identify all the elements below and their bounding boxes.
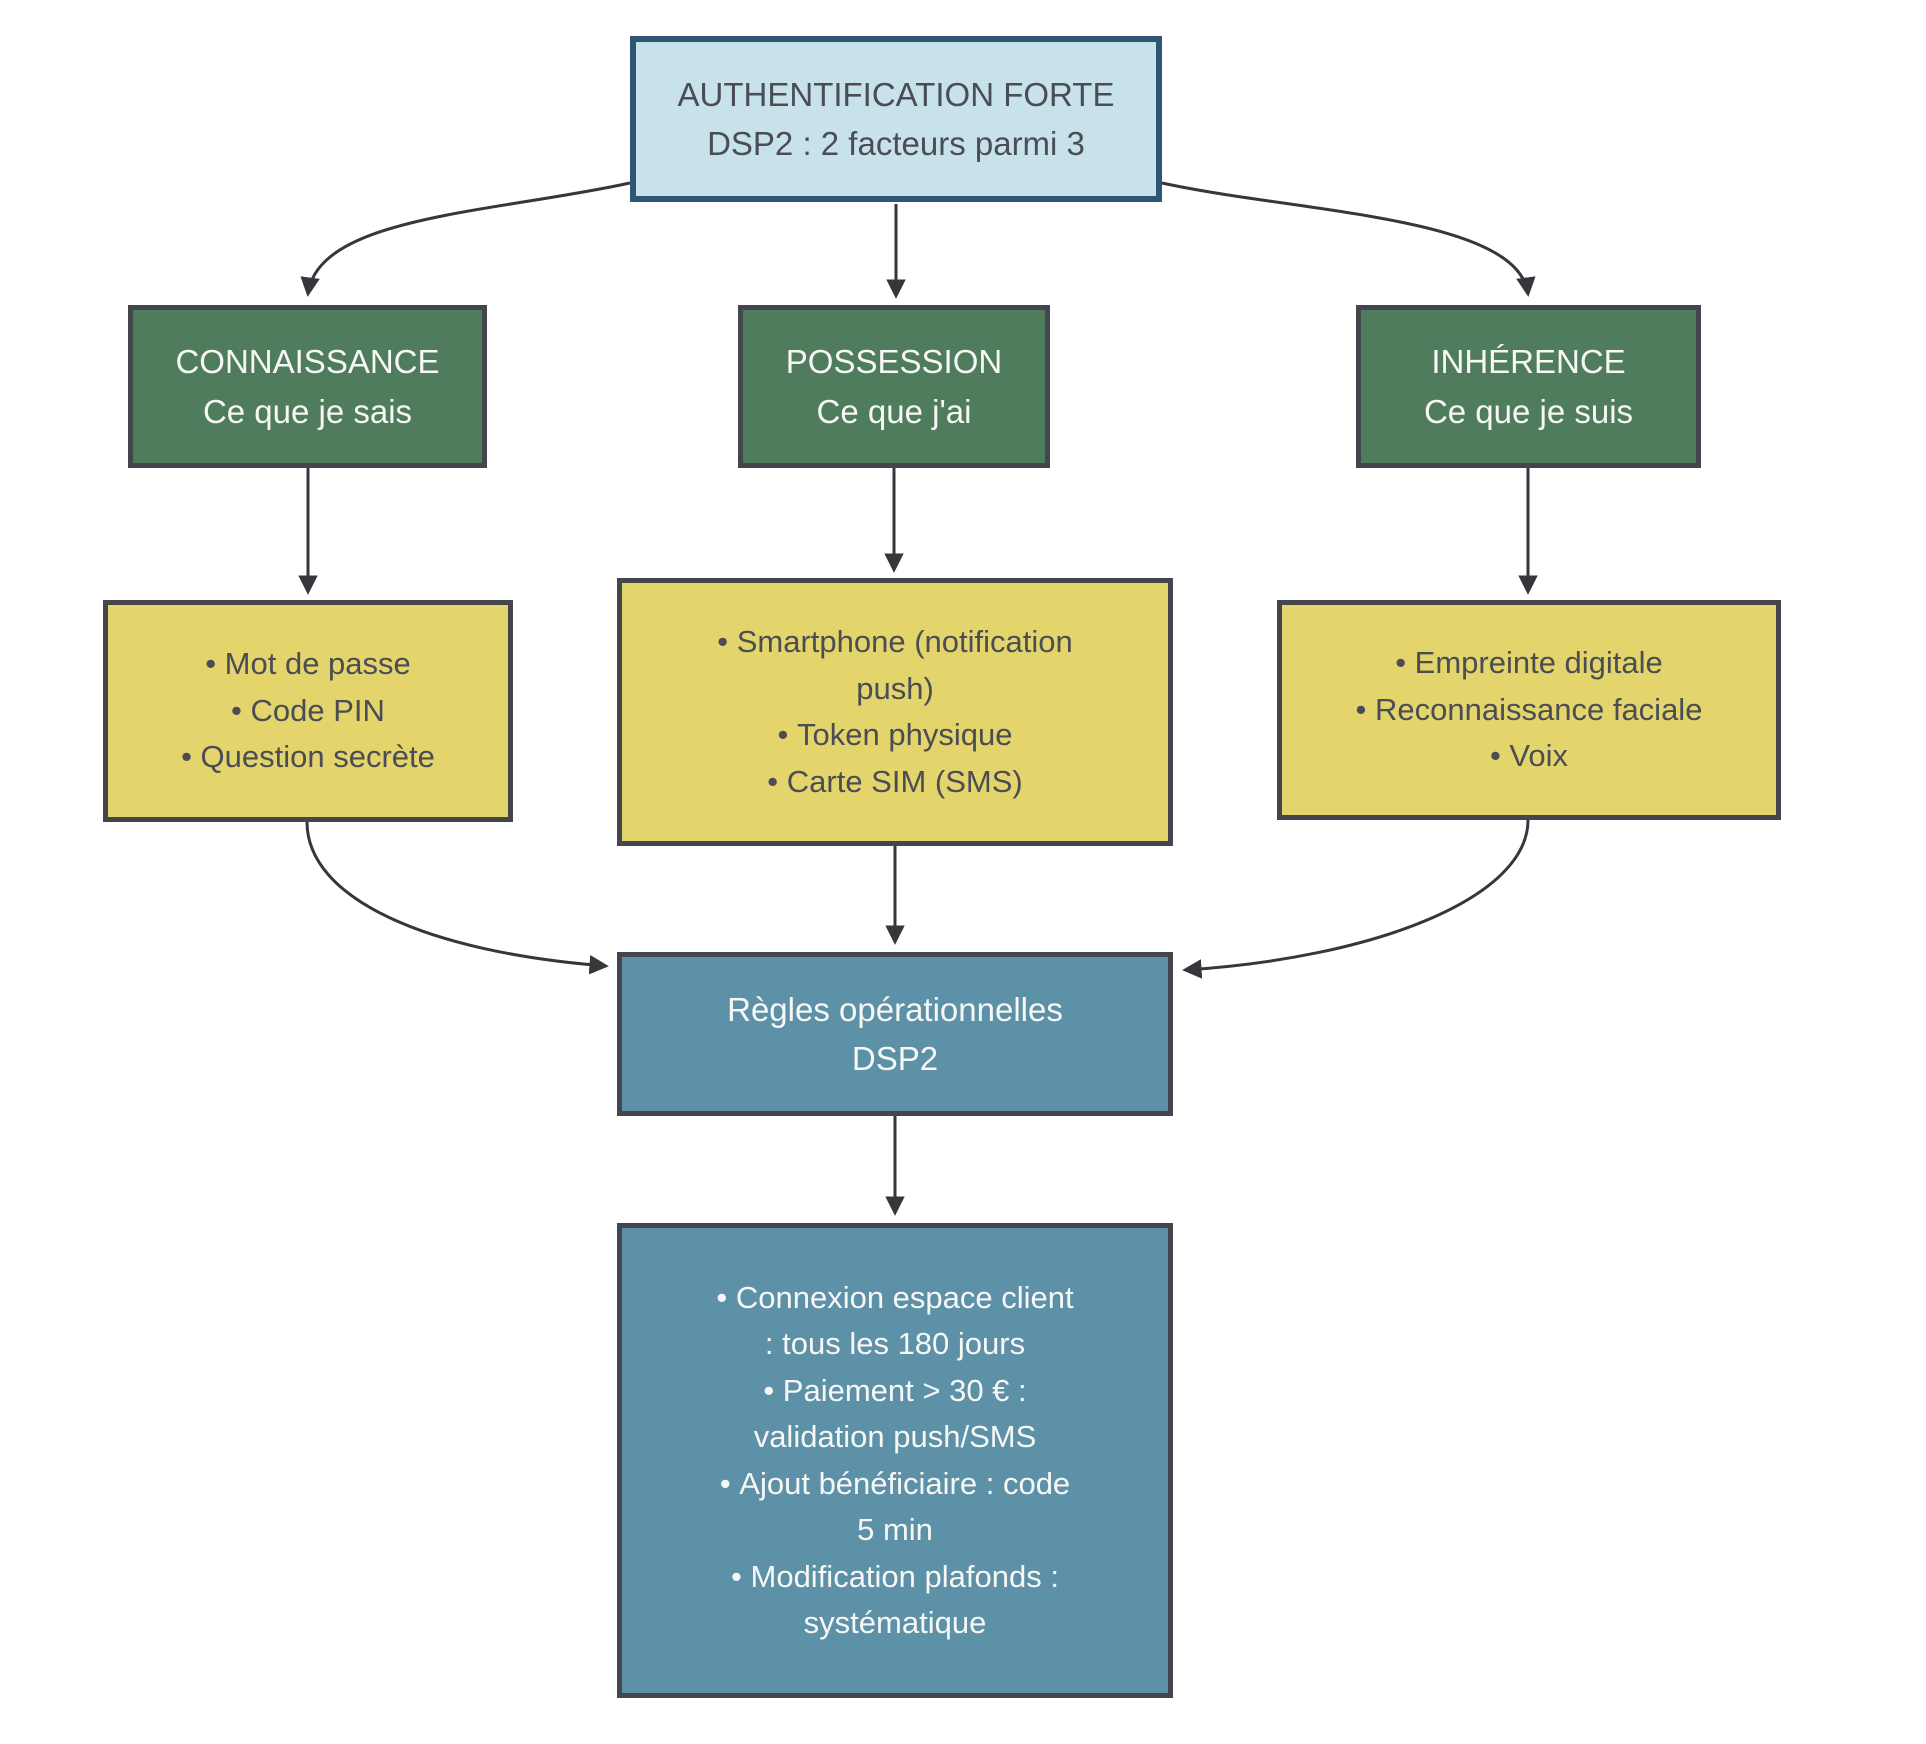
list-item: Empreinte digitale xyxy=(1356,640,1703,687)
list-item: Smartphone (notification push) xyxy=(685,619,1105,712)
node-subtitle: Ce que je sais xyxy=(202,392,413,430)
node-regles-details: Connexion espace client : tous les 180 j… xyxy=(617,1223,1173,1698)
node-title: AUTHENTIFICATION FORTE xyxy=(677,75,1115,113)
node-authentification-forte: AUTHENTIFICATION FORTE DSP2 : 2 facteurs… xyxy=(630,36,1162,202)
node-title: Règles opérationnelles xyxy=(727,990,1063,1028)
node-inherence: INHÉRENCE Ce que je suis xyxy=(1356,305,1701,468)
node-subtitle: Ce que j'ai xyxy=(816,392,972,430)
node-connaissance-items: Mot de passe Code PIN Question secrète xyxy=(103,600,513,822)
list-item: Question secrète xyxy=(181,734,435,781)
arrow-root-to-connaissance xyxy=(300,181,631,297)
node-title: INHÉRENCE xyxy=(1431,343,1626,380)
node-possession-items: Smartphone (notification push) Token phy… xyxy=(617,578,1173,846)
list-item: Voix xyxy=(1356,733,1703,780)
node-title: POSSESSION xyxy=(785,343,1003,380)
list-item: Paiement > 30 € : validation push/SMS xyxy=(712,1368,1078,1461)
node-subtitle: DSP2 : 2 facteurs parmi 3 xyxy=(707,125,1085,162)
list-item: Token physique xyxy=(685,712,1105,759)
node-subtitle: DSP2 xyxy=(851,1040,939,1077)
node-subtitle: Ce que je suis xyxy=(1423,392,1634,430)
arrow-connaissance-items-to-rules xyxy=(305,821,609,975)
node-connaissance: CONNAISSANCE Ce que je sais xyxy=(128,305,487,468)
node-regles-operationnelles: Règles opérationnelles DSP2 xyxy=(617,952,1173,1116)
list-item: Ajout bénéficiaire : code 5 min xyxy=(712,1461,1078,1554)
node-inherence-items: Empreinte digitale Reconnaissance facial… xyxy=(1277,600,1781,820)
list-item: Mot de passe xyxy=(181,641,435,688)
arrow-inherence-items-to-rules xyxy=(1182,819,1530,979)
arrow-root-to-inherence xyxy=(1161,181,1536,297)
list-item: Modification plafonds : systématique xyxy=(712,1554,1078,1647)
list-item: Code PIN xyxy=(181,688,435,735)
node-title: CONNAISSANCE xyxy=(175,343,440,380)
node-possession: POSSESSION Ce que j'ai xyxy=(738,305,1050,468)
list-item: Reconnaissance faciale xyxy=(1356,687,1702,734)
list-item: Carte SIM (SMS) xyxy=(685,759,1105,806)
list-item: Connexion espace client : tous les 180 j… xyxy=(712,1275,1078,1368)
